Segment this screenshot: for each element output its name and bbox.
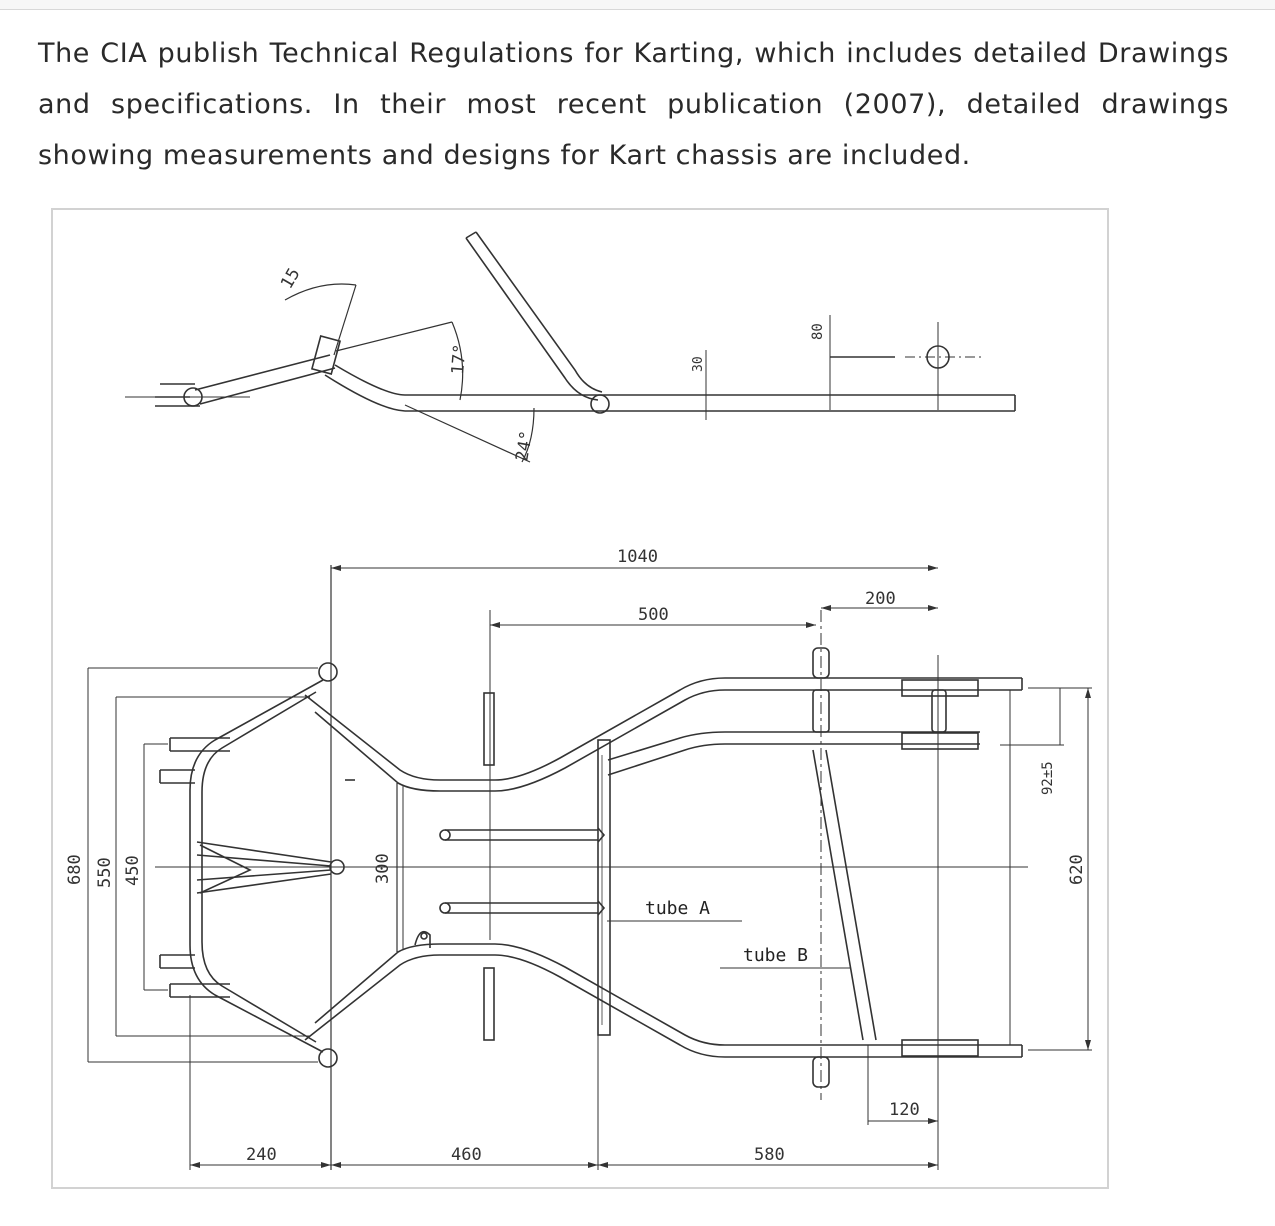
dim-500-label: 500 bbox=[638, 605, 669, 625]
dim-92-label: 92±5 bbox=[1040, 761, 1056, 795]
dim-620-label: 620 bbox=[1067, 854, 1087, 885]
dim-450-label: 450 bbox=[123, 855, 143, 886]
intro-paragraph: The CIA publish Technical Regulations fo… bbox=[38, 38, 1229, 171]
angle-15-label: 15 bbox=[277, 265, 305, 293]
dim-240-label: 240 bbox=[246, 1145, 277, 1165]
dim-80-label: 80 bbox=[810, 323, 826, 340]
dim-550-label: 550 bbox=[95, 857, 115, 888]
dim-200-label: 200 bbox=[865, 589, 896, 609]
dim-30-label: 30 bbox=[691, 356, 706, 372]
dim-1040-label: 1040 bbox=[617, 547, 658, 567]
dim-580-label: 580 bbox=[754, 1145, 785, 1165]
angle-24-label: 24° bbox=[512, 429, 537, 463]
side-view bbox=[125, 231, 1016, 463]
dim-120-label: 120 bbox=[889, 1100, 920, 1120]
dim-680-label: 680 bbox=[65, 854, 85, 885]
angle-17-label: 17° bbox=[448, 343, 471, 375]
top-divider bbox=[0, 0, 1275, 10]
dim-460-label: 460 bbox=[451, 1145, 482, 1165]
tube-a-label: tube A bbox=[645, 898, 710, 919]
dim-300-label: 300 bbox=[373, 853, 393, 884]
tube-b-label: tube B bbox=[743, 945, 808, 966]
top-view bbox=[87, 565, 1092, 1170]
